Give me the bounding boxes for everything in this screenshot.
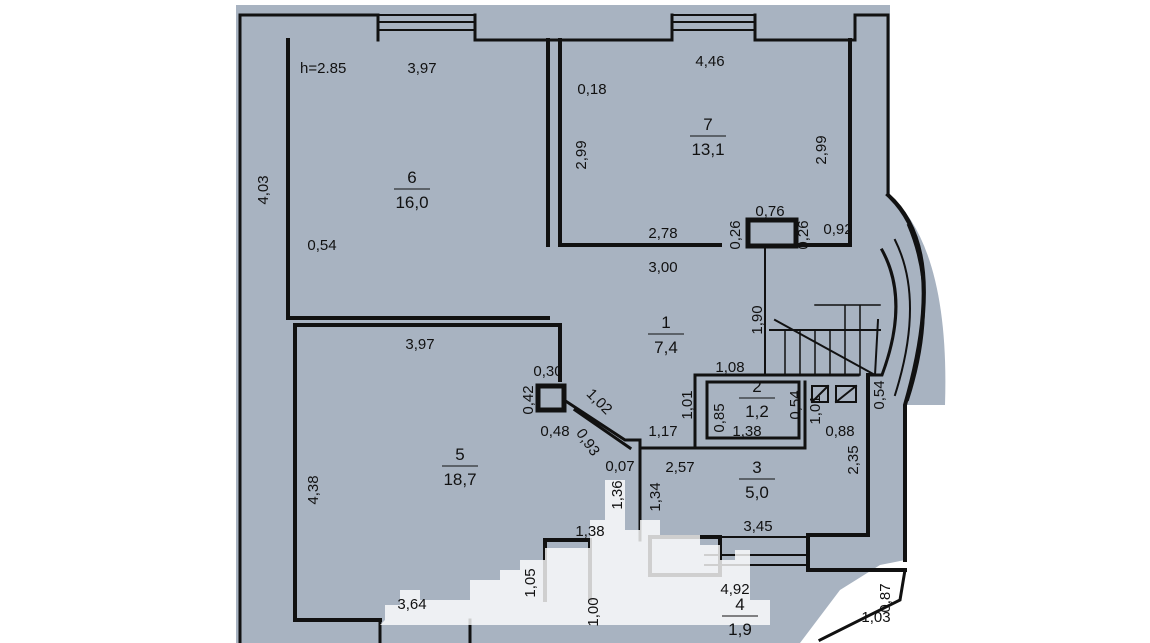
dimension-label: 0,30	[533, 363, 562, 380]
room-area: 1,9	[728, 620, 752, 639]
dimension-label: 4,03	[255, 175, 272, 204]
watermark	[380, 480, 770, 625]
dimension-label: 1,08	[715, 359, 744, 376]
dimension-label: 1,01	[807, 395, 824, 424]
dimension-label: 1,36	[609, 480, 626, 509]
room-label-4: 41,9	[722, 595, 758, 639]
dimension-label: 0,54	[307, 237, 336, 254]
dimension-label: 2,78	[648, 225, 677, 242]
room-number: 1	[661, 313, 670, 332]
floor-area	[236, 5, 946, 643]
dimension-label: 0,26	[727, 220, 744, 249]
room-label-6: 616,0	[394, 168, 430, 212]
dimension-label: 1,34	[647, 482, 664, 511]
dimension-label: 0,42	[520, 385, 537, 414]
dimension-label: 1,90	[749, 305, 766, 334]
dimension-label: 0,54	[871, 380, 888, 409]
room-number: 7	[703, 115, 712, 134]
room-area: 18,7	[443, 470, 476, 489]
dimension-label: 1,38	[732, 423, 761, 440]
room-number: 4	[735, 595, 744, 614]
dimension-label: 0,87	[877, 583, 894, 612]
dimension-label: 3,64	[397, 596, 426, 613]
room-label-5: 518,7	[442, 445, 478, 489]
room-area: 16,0	[395, 193, 428, 212]
dimension-label: 2,57	[665, 459, 694, 476]
dimension-label: 0,85	[711, 403, 728, 432]
dimension-label: 2,35	[845, 445, 862, 474]
room-area: 5,0	[745, 483, 769, 502]
ceiling-height-label: h=2.85	[300, 60, 346, 77]
room-number: 2	[752, 377, 761, 396]
room-area: 7,4	[654, 338, 678, 357]
dimension-label: 4,38	[305, 475, 322, 504]
dimension-label: 1,05	[522, 568, 539, 597]
room-label-2: 21,2	[739, 377, 775, 421]
dimension-label: 0,54	[787, 390, 804, 419]
dimension-label: 2,99	[573, 140, 590, 169]
dimension-label: 0,07	[605, 458, 634, 475]
walls	[238, 13, 926, 643]
dimension-label: 3,00	[648, 259, 677, 276]
dimension-label: 0,76	[755, 203, 784, 220]
dimension-label: 0,18	[577, 81, 606, 98]
dimension-label: 3,97	[407, 60, 436, 77]
room-area: 1,2	[745, 402, 769, 421]
dimension-label: 1,00	[585, 597, 602, 626]
room-number: 5	[455, 445, 464, 464]
dimension-label: 0,88	[825, 423, 854, 440]
room-number: 6	[407, 168, 416, 187]
room-area: 13,1	[691, 140, 724, 159]
dimension-label: 0,92	[823, 221, 852, 238]
room-label-1: 17,4	[648, 313, 684, 357]
dimension-label: 1,01	[679, 390, 696, 419]
dimension-label: 4,46	[695, 53, 724, 70]
dimension-label: 4,92	[720, 581, 749, 598]
dimension-label: 0,48	[540, 423, 569, 440]
room-label-7: 713,1	[690, 115, 726, 159]
dimension-label: 1,17	[648, 423, 677, 440]
dimension-label: 0,26	[795, 220, 812, 249]
dimension-label: 3,97	[405, 336, 434, 353]
dimension-label: 1,38	[575, 523, 604, 540]
room-number: 3	[752, 458, 761, 477]
dimension-label: 1,03	[861, 609, 890, 626]
room-label-3: 35,0	[739, 458, 775, 502]
dimension-label: 2,99	[813, 135, 830, 164]
dimension-label: 3,45	[743, 518, 772, 535]
